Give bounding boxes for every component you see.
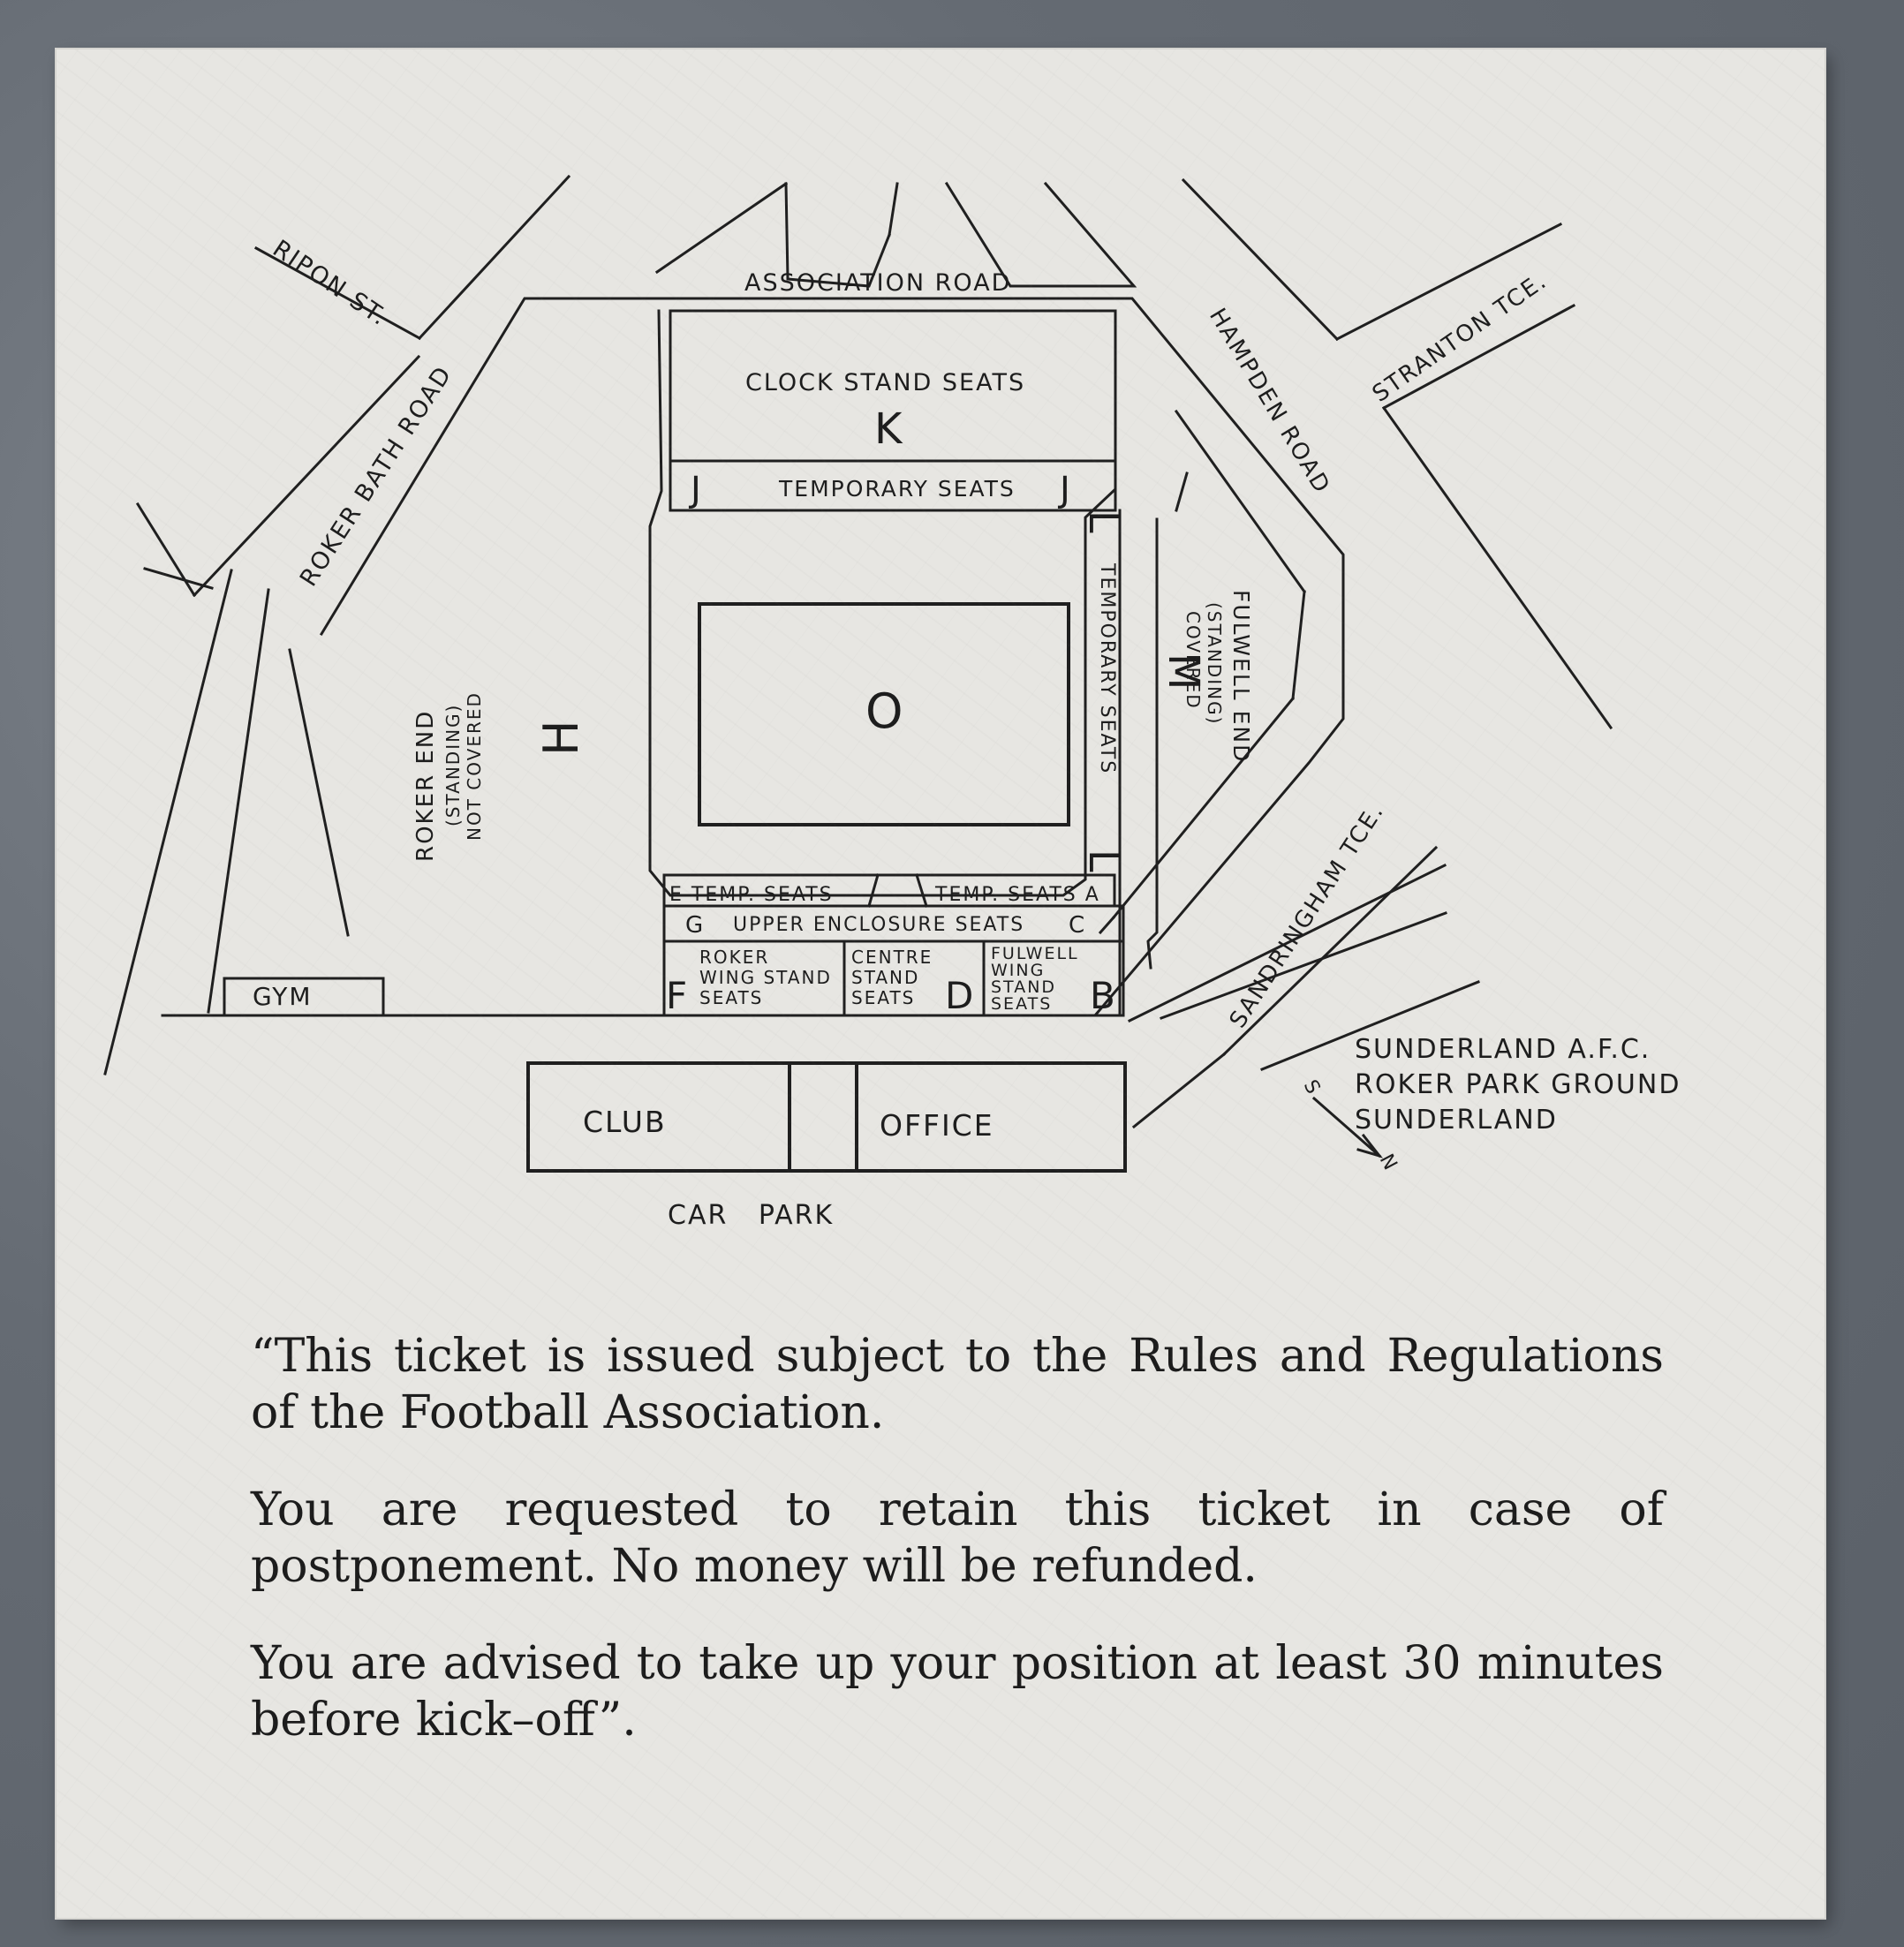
label-roker-end-covered: NOT COVERED (464, 691, 485, 841)
label-roker-end: ROKER END (412, 710, 439, 862)
gym-block (223, 977, 385, 1017)
label-e-temp-seats: E TEMP. SEATS (669, 884, 834, 906)
ground-name-line3: SUNDERLAND (1355, 1105, 1558, 1136)
label-fulwell-wing-2: WING (991, 961, 1045, 980)
letter-l-bottom: L (1080, 849, 1128, 874)
label-clock-stand: CLOCK STAND SEATS (745, 369, 1025, 396)
label-centre-2: STAND (851, 967, 919, 988)
letter-k: K (874, 404, 903, 454)
condition-rules: “This ticket is issued subject to the Ru… (251, 1330, 1664, 1439)
pitch (698, 602, 1070, 826)
label-roker-end-standing: (STANDING) (442, 704, 464, 826)
compass-south: S (1299, 1076, 1326, 1099)
label-stranton-tce: STRANTON TCE. (1368, 268, 1553, 408)
wing-stands-block (662, 940, 1125, 1017)
ground-name-line2: ROKER PARK GROUND (1355, 1069, 1681, 1100)
label-centre-1: CENTRE (851, 947, 933, 968)
label-fulwell-wing-4: SEATS (991, 994, 1052, 1014)
label-gym: GYM (253, 982, 313, 1011)
condition-postponement: You are requested to retain this ticket … (251, 1483, 1664, 1593)
label-temp-seats-j: TEMPORARY SEATS (778, 476, 1016, 502)
label-hampden-road: HAMPDEN ROAD (1204, 304, 1335, 499)
letter-f: F (666, 974, 689, 1017)
letter-j-left: J (688, 470, 703, 510)
ground-boundary (161, 297, 1345, 1017)
label-roker-wing-2: WING STAND (699, 967, 832, 988)
label-roker-bath-road: ROKER BATH ROAD (295, 361, 458, 592)
label-car-park: CAR PARK (668, 1200, 834, 1231)
ground-name-line1: SUNDERLAND A.F.C. (1355, 1034, 1651, 1065)
compass-arrow (1311, 1096, 1382, 1158)
street-lines (103, 174, 1613, 1075)
letter-j-right: J (1057, 470, 1072, 510)
label-fulwell-covered: COVERED (1182, 611, 1204, 710)
label-fulwell-wing-3: STAND (991, 977, 1056, 997)
letter-d: D (945, 974, 975, 1017)
label-temporary-seats-l: TEMPORARY SEATS (1096, 562, 1118, 774)
club-office-block (526, 1061, 1127, 1173)
label-fulwell-end: FULWELL END (1228, 590, 1254, 763)
label-upper-enclosure: UPPER ENCLOSURE SEATS (733, 914, 1024, 936)
letter-c: C (1069, 912, 1086, 939)
letter-l-top: L (1080, 510, 1128, 535)
label-temp-seats-a: TEMP. SEATS A (934, 884, 1100, 906)
label-association-road: ASSOCIATION ROAD (744, 269, 1011, 297)
label-centre-3: SEATS (851, 987, 915, 1008)
label-fulwell-wing-1: FULWELL (991, 944, 1079, 963)
condition-arrival: You are advised to take up your position… (251, 1637, 1664, 1747)
label-roker-wing-1: ROKER (699, 947, 769, 968)
ticket-card: RIPON ST. ASSOCIATION ROAD HAMPDEN ROAD … (57, 49, 1825, 1918)
letter-m: M (1159, 653, 1208, 691)
letter-g: G (685, 912, 705, 939)
letter-b: B (1090, 974, 1117, 1017)
label-fulwell-standing: (STANDING) (1204, 602, 1225, 725)
label-office: OFFICE (880, 1108, 994, 1143)
label-roker-wing-3: SEATS (699, 987, 763, 1008)
ground-plan: RIPON ST. ASSOCIATION ROAD HAMPDEN ROAD … (103, 174, 1681, 1231)
label-ripon-st: RIPON ST. (268, 235, 393, 332)
ticket-conditions: “This ticket is issued subject to the Ru… (251, 1328, 1664, 1789)
label-club: CLUB (583, 1105, 667, 1139)
letter-h: H (533, 718, 589, 756)
letter-o: O (865, 683, 905, 739)
temp-seats-j-block (669, 459, 1117, 512)
